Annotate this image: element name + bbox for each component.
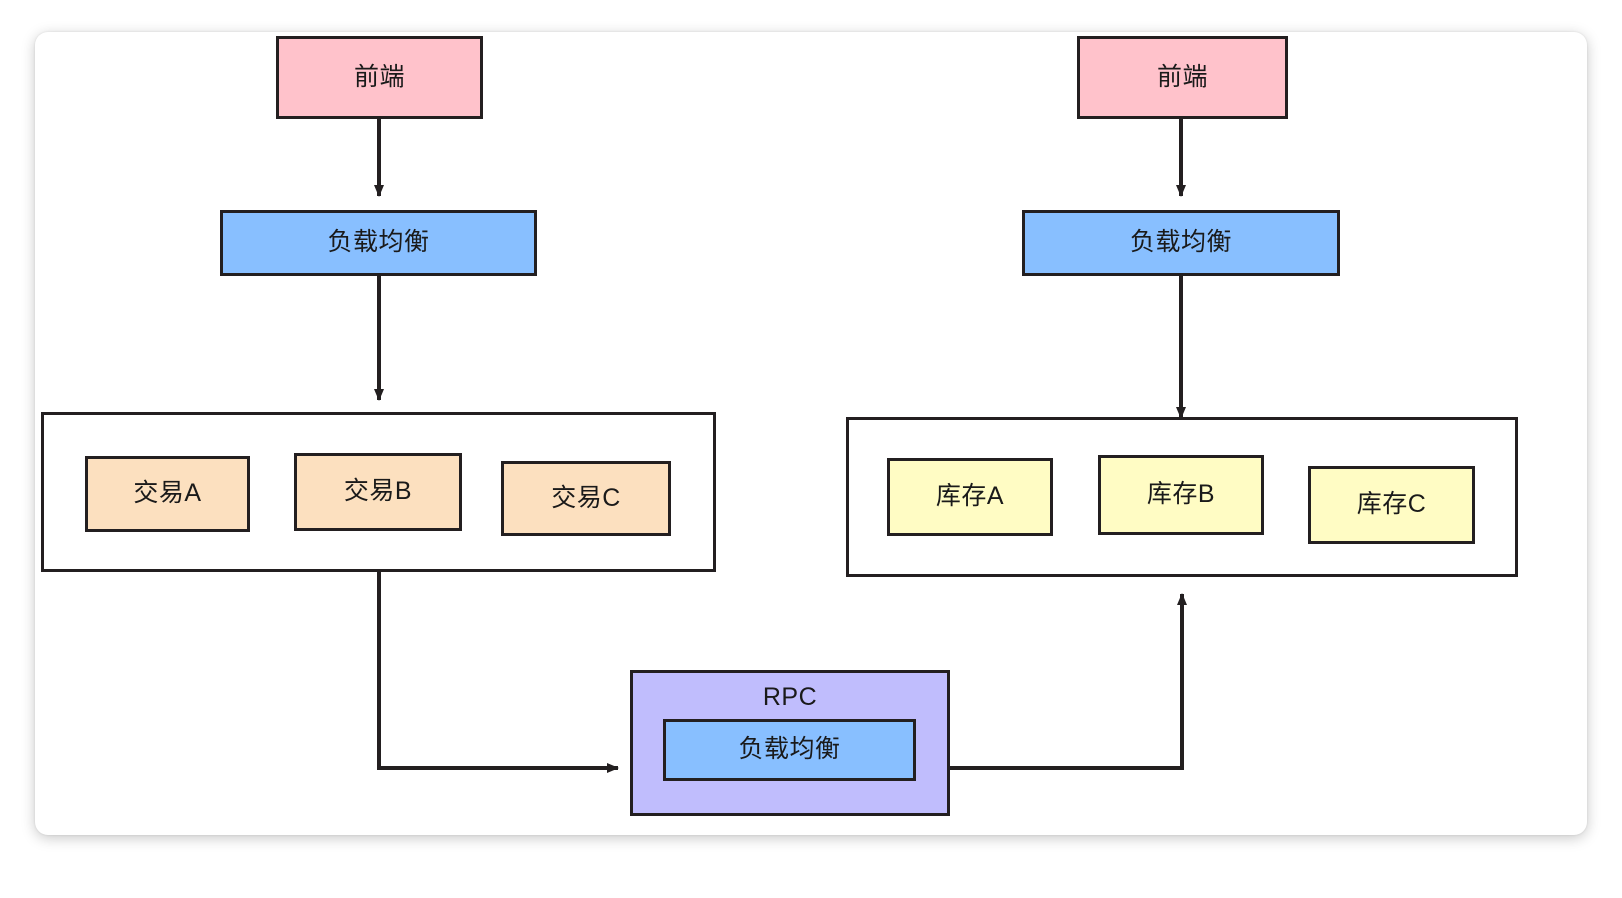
right-load-balancer-node[interactable]: 负载均衡 — [1022, 210, 1340, 276]
inventory-service-c[interactable]: 库存C — [1308, 466, 1475, 544]
left-frontend-label: 前端 — [353, 62, 405, 91]
rpc-title: RPC — [762, 683, 818, 711]
right-frontend-label: 前端 — [1156, 62, 1208, 91]
transaction-service-c[interactable]: 交易C — [501, 461, 671, 536]
left-frontend-node[interactable]: 前端 — [276, 36, 483, 119]
rpc-load-balancer-node[interactable]: 负载均衡 — [663, 719, 916, 781]
transaction-service-b[interactable]: 交易B — [294, 453, 462, 531]
left-load-balancer-node[interactable]: 负载均衡 — [220, 210, 537, 276]
inventory-service-a[interactable]: 库存A — [887, 458, 1053, 536]
transaction-service-b-label: 交易B — [343, 477, 413, 506]
rpc-load-balancer-label: 负载均衡 — [738, 735, 841, 764]
right-load-balancer-label: 负载均衡 — [1129, 228, 1232, 257]
transaction-service-group — [41, 412, 716, 572]
inventory-service-a-label: 库存A — [935, 482, 1005, 511]
transaction-service-a[interactable]: 交易A — [85, 456, 250, 532]
inventory-service-group — [846, 417, 1518, 577]
inventory-service-b-label: 库存B — [1146, 480, 1216, 509]
left-load-balancer-label: 负载均衡 — [327, 228, 430, 257]
transaction-service-a-label: 交易A — [133, 479, 202, 508]
right-frontend-node[interactable]: 前端 — [1077, 36, 1288, 119]
inventory-service-c-label: 库存C — [1356, 490, 1427, 519]
transaction-service-c-label: 交易C — [551, 483, 621, 512]
inventory-service-b[interactable]: 库存B — [1098, 455, 1264, 535]
